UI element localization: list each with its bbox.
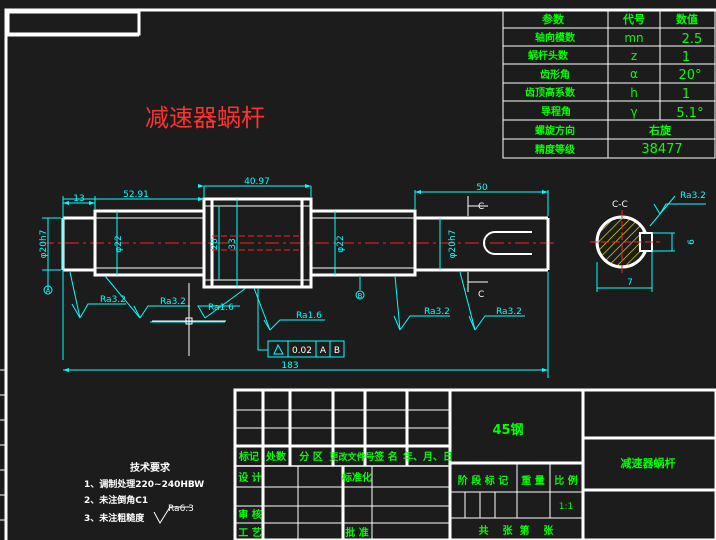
datum-b-symbol: B [355, 275, 365, 300]
title-block-approve: 批 准 [345, 526, 368, 539]
section-mark-c-top: C [478, 202, 484, 212]
title-block-row-label: 分 区 [299, 450, 322, 463]
border-zone-ticks [0, 369, 6, 521]
title-block-row-label: 处数 [265, 450, 287, 463]
title-block-scale: 比 例 [554, 474, 577, 487]
roughness-ra1-6-1: Ra1.6 [208, 303, 234, 313]
dim-dia22-right: φ22 [336, 235, 346, 252]
title-block-standardize: 标准化 [341, 471, 372, 484]
title-block-process: 工 艺 [238, 526, 261, 539]
params-row-label: 精度等级 [535, 143, 576, 156]
dim-28: 28 [210, 238, 220, 250]
title-block-stage-mark: 阶 段 标 记 [458, 474, 508, 487]
tolerance-frame: 0.02 A B [257, 288, 345, 358]
dim-52-91: 52.91 [123, 190, 149, 200]
dim-40-97: 40.97 [244, 177, 270, 187]
title-block-scale-value: 1:1 [559, 502, 573, 512]
worm-shaft-outline [61, 197, 550, 289]
params-row-symbol: z [631, 49, 637, 63]
section-view-c-c [590, 195, 706, 292]
title-block-row-label: 标记 [238, 450, 259, 463]
dim-key-7: 7 [627, 278, 633, 288]
params-row-label: 齿形角 [540, 68, 570, 81]
roughness-section: Ra3.2 [680, 191, 706, 201]
roughness-ra3-2-1: Ra3.2 [100, 295, 126, 305]
svg-text:A: A [46, 287, 51, 295]
params-row-value: 2.5 [682, 32, 703, 47]
params-row-value: 20° [678, 68, 701, 83]
datum-a-symbol: A [43, 285, 53, 295]
section-cut-marks [467, 196, 488, 292]
params-row-value: 5.1° [676, 106, 703, 121]
roughness-leaders [69, 271, 525, 331]
drawing-border [4, 8, 716, 540]
dim-dia20-left: φ20h7 [39, 230, 49, 259]
params-row-label: 轴向模数 [535, 31, 576, 44]
title-block-row-label: 年、月、日 [403, 450, 453, 463]
title-block [233, 388, 716, 540]
parameters-table: 参数 代号 数值 轴向模数 mn 2.5 蜗杆头数 z 1 齿形角 α 20° … [502, 9, 716, 159]
params-row-value: 38477 [641, 142, 682, 157]
section-mark-c-bottom: C [478, 290, 484, 300]
params-row-label: 齿顶高系数 [525, 86, 576, 99]
roughness-notes: Ra6.3 [168, 504, 194, 514]
svg-text:A: A [320, 346, 327, 356]
svg-text:B: B [334, 346, 340, 356]
params-row-symbol: α [630, 67, 638, 81]
params-row-symbol: h [630, 86, 638, 100]
title-block-sheets: 共 张 第 张 [479, 524, 555, 537]
dim-dia20-right: φ20h7 [448, 230, 458, 259]
params-row-label: 螺旋方向 [535, 124, 575, 137]
params-row-value: 1 [682, 87, 690, 102]
svg-text:1、调制处理220~240HBW: 1、调制处理220~240HBW [84, 478, 204, 490]
svg-text:3、未注粗糙度: 3、未注粗糙度 [84, 512, 145, 524]
params-header-param: 参数 [542, 12, 565, 26]
params-row-symbol: mn [624, 31, 643, 45]
technical-notes: 技术要求 1、调制处理220~240HBW 2、未注倒角C1 3、未注粗糙度 R… [84, 461, 204, 524]
params-header-symbol: 代号 [622, 12, 645, 26]
svg-text:技术要求: 技术要求 [130, 461, 171, 474]
title-block-design: 设 计 [238, 471, 261, 484]
params-row-label: 导程角 [541, 105, 571, 118]
title-block-row-label: 签 名 [373, 450, 397, 463]
dim-50: 50 [476, 183, 488, 193]
svg-text:2、未注倒角C1: 2、未注倒角C1 [84, 494, 148, 506]
params-row-value: 右旋 [648, 123, 672, 137]
dim-33: 33 [228, 238, 238, 249]
title-block-part-name: 减速器蜗杆 [621, 456, 676, 470]
roughness-ra3-2-2: Ra3.2 [160, 297, 186, 307]
roughness-ra3-2-4: Ra3.2 [496, 307, 522, 317]
title-block-weight: 重 量 [521, 474, 544, 487]
dim-13: 13 [73, 194, 84, 204]
params-header-value: 数值 [676, 12, 698, 26]
params-row-value: 1 [682, 50, 690, 65]
drawing-title: 减速器蜗杆 [145, 104, 265, 132]
svg-text:0.02: 0.02 [292, 346, 312, 356]
dim-dia22-left: φ22 [114, 235, 124, 252]
dim-key-6: 6 [687, 239, 697, 245]
section-label: C-C [612, 200, 628, 210]
title-block-material: 45钢 [492, 422, 523, 438]
params-row-symbol: γ [630, 105, 637, 119]
dim-183: 183 [281, 361, 298, 371]
crosshair-cursor [152, 283, 226, 356]
params-row-label: 蜗杆头数 [528, 49, 569, 62]
title-block-review: 审 核 [238, 508, 261, 521]
roughness-ra1-6-2: Ra1.6 [296, 311, 322, 321]
roughness-ra3-2-3: Ra3.2 [424, 307, 450, 317]
svg-text:B: B [358, 292, 363, 300]
title-block-row-label: 更改文件号 [329, 451, 374, 463]
